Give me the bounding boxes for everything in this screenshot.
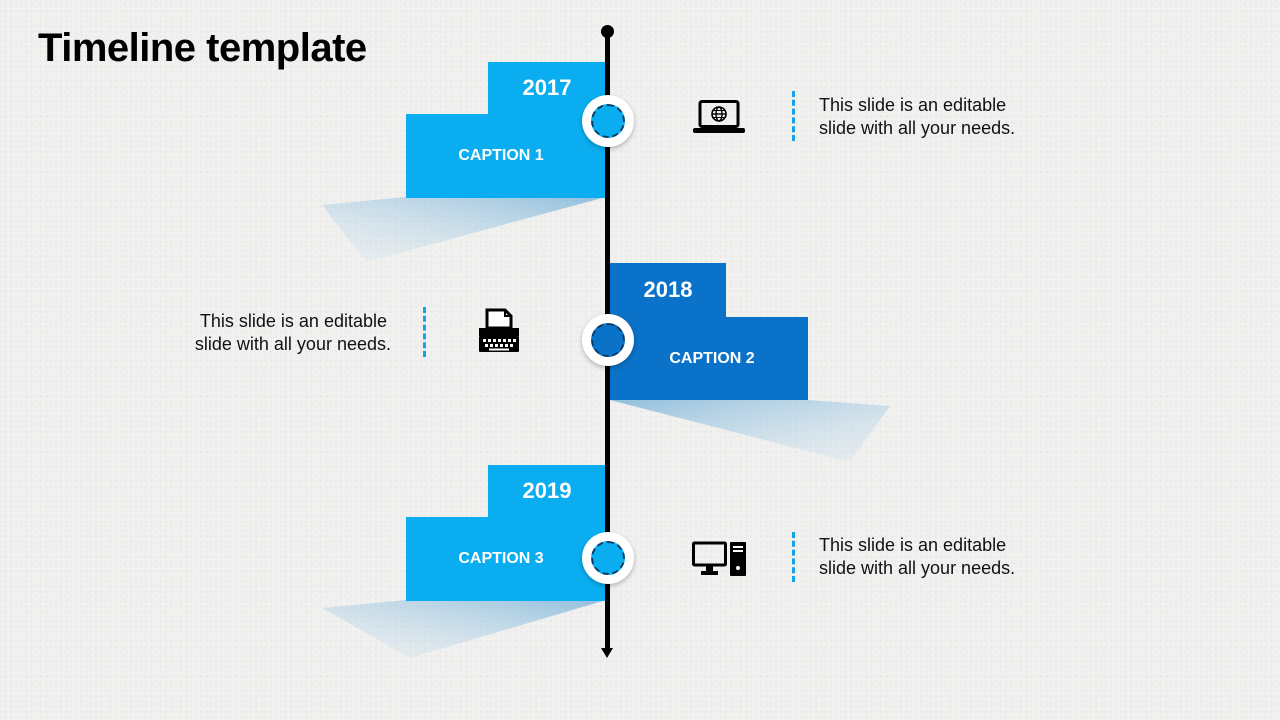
timeline-arrow-icon <box>601 648 613 658</box>
divider-2 <box>423 307 426 357</box>
desktop-computer-icon <box>692 541 746 576</box>
description-1-line2: slide with all your needs. <box>819 118 1016 138</box>
description-1: This slide is an editable slide with all… <box>819 94 1015 140</box>
caption-box-2: CAPTION 2 <box>610 317 808 400</box>
description-2-line1: This slide is an editable <box>199 311 387 331</box>
typewriter-icon <box>479 308 519 352</box>
shadow-2 <box>610 400 890 462</box>
description-3-line1: This slide is an editable <box>819 535 1007 555</box>
description-2: This slide is an editable slide with all… <box>150 310 391 356</box>
timeline-node-1 <box>582 95 634 147</box>
caption-box-1: CAPTION 1 <box>406 114 606 198</box>
divider-3 <box>792 532 795 582</box>
shadow-3 <box>322 600 606 658</box>
timeline-start-dot <box>601 25 614 38</box>
description-3: This slide is an editable slide with all… <box>819 534 1015 580</box>
year-tab-2019: 2019 <box>488 465 606 517</box>
page-title: Timeline template <box>38 26 367 70</box>
timeline-node-2 <box>582 314 634 366</box>
laptop-globe-icon <box>693 100 745 133</box>
description-1-line1: This slide is an editable <box>819 95 1007 115</box>
divider-1 <box>792 91 795 141</box>
caption-box-3: CAPTION 3 <box>406 517 606 601</box>
description-3-line2: slide with all your needs. <box>819 558 1016 578</box>
description-2-line2: slide with all your needs. <box>194 334 391 354</box>
shadow-1 <box>322 197 606 262</box>
year-tab-2018: 2018 <box>610 263 726 317</box>
timeline-node-3 <box>582 532 634 584</box>
